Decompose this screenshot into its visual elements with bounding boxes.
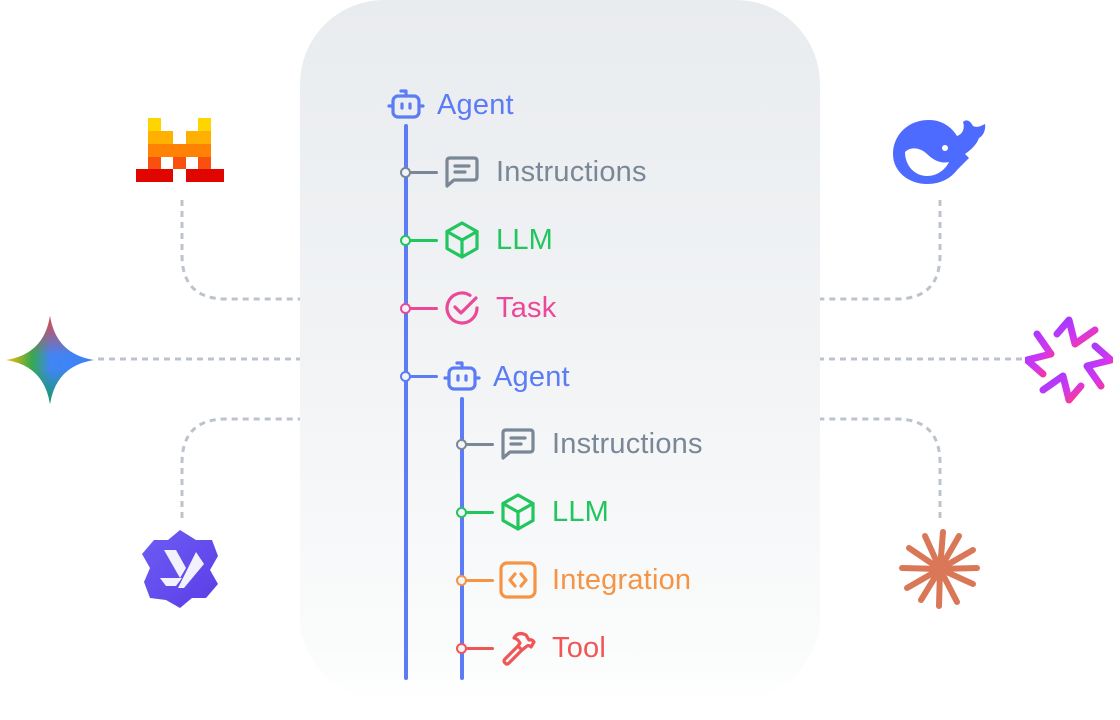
tree-node-sub-llm[interactable]: LLM	[498, 492, 609, 532]
tree-node-sub-instructions[interactable]: Instructions	[498, 424, 703, 464]
node-label: LLM	[496, 223, 554, 256]
node-label: Agent	[437, 88, 514, 121]
node-label: Tool	[552, 631, 606, 664]
connector-line	[466, 647, 494, 650]
node-label: Instructions	[552, 427, 703, 460]
code-brackets-icon	[498, 560, 538, 600]
root-trunk-line	[404, 124, 408, 680]
node-label: Instructions	[496, 155, 647, 188]
robot-icon	[386, 85, 426, 125]
connector-qwen	[180, 417, 300, 518]
connector-line	[410, 239, 438, 242]
deepseek-logo-icon	[893, 120, 986, 184]
magenta-star-logo-icon	[1025, 316, 1113, 404]
node-label: Integration	[552, 563, 692, 596]
tree-node-sub-agent[interactable]: Agent	[442, 357, 570, 397]
hammer-icon	[498, 628, 538, 668]
connector-line	[410, 375, 438, 378]
tree-node-root-agent[interactable]: Agent	[386, 85, 514, 125]
claude-logo-icon	[899, 529, 980, 609]
connector-claude	[820, 417, 942, 518]
connector-mistral	[180, 200, 300, 301]
cube-icon	[498, 492, 538, 532]
connector-line	[466, 443, 494, 446]
node-label: Agent	[493, 360, 570, 393]
tree-node-tool[interactable]: Tool	[498, 628, 606, 668]
robot-icon	[442, 357, 482, 397]
tree-node-task[interactable]: Task	[442, 288, 556, 328]
gemini-logo-icon	[6, 316, 94, 404]
tree-node-llm[interactable]: LLM	[442, 220, 553, 260]
tree-node-instructions[interactable]: Instructions	[442, 152, 647, 192]
connector-line	[466, 511, 494, 514]
tree-node-integration[interactable]: Integration	[498, 560, 691, 600]
node-label: Task	[496, 291, 557, 324]
connector-deepseek	[820, 200, 942, 301]
mistral-logo-icon	[136, 118, 224, 182]
connector-line	[410, 307, 438, 310]
sub-agent-trunk-line	[460, 397, 464, 680]
cube-icon	[442, 220, 482, 260]
connector-line	[410, 171, 438, 174]
check-circle-icon	[442, 288, 482, 328]
message-icon	[442, 152, 482, 192]
agent-tree-panel	[300, 0, 820, 700]
connector-line	[466, 579, 494, 582]
qwen-logo-icon	[142, 530, 218, 608]
message-icon	[498, 424, 538, 464]
node-label: LLM	[552, 495, 610, 528]
